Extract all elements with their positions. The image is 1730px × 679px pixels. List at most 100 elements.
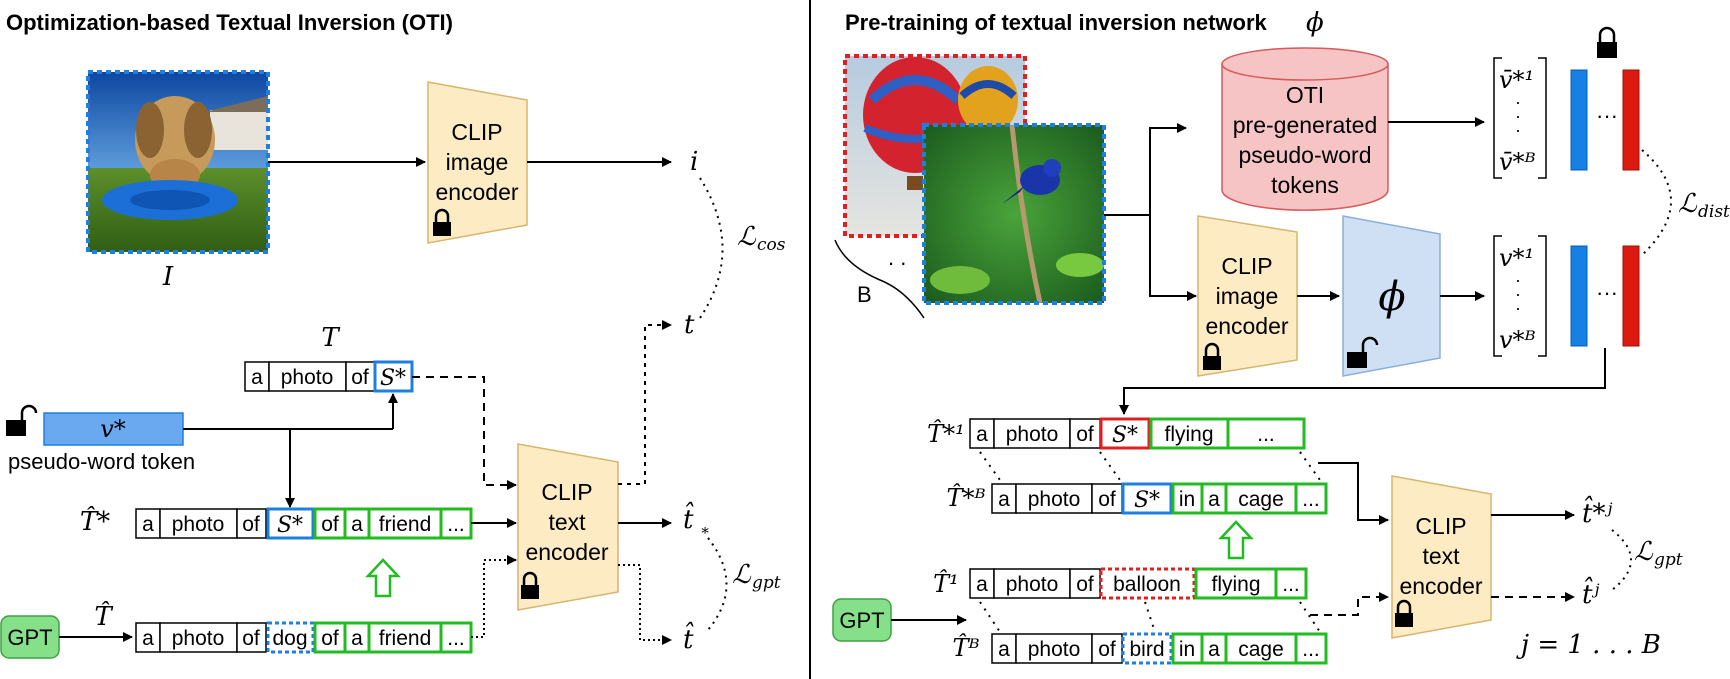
token-a: a <box>251 366 263 389</box>
svg-text:·: · <box>1515 120 1521 140</box>
that-star-tokens: a photo of S* of a friend ... <box>135 507 473 540</box>
token-dog: dog <box>272 627 307 650</box>
phi-network: ϕ <box>1342 215 1441 377</box>
embedding-bar-blue <box>1570 245 1588 347</box>
svg-text:···: ··· <box>1596 103 1618 128</box>
encoder-line-2: image <box>446 149 509 175</box>
token-ellipsis: ... <box>1257 423 1275 446</box>
token-photo: photo <box>281 366 334 389</box>
vbar-top: v̄*¹ <box>1499 66 1534 94</box>
token-of: of <box>1076 573 1094 596</box>
encoder-line-3: encoder <box>435 179 518 205</box>
up-arrow-icon <box>1218 520 1254 560</box>
token-cage: cage <box>1238 488 1284 511</box>
lock-icon <box>1597 26 1617 58</box>
gpt-box-left: GPT <box>0 615 60 659</box>
token-in: in <box>1179 488 1195 511</box>
phi-symbol: ϕ <box>1378 274 1405 320</box>
token-a: a <box>142 513 154 536</box>
encoder-line-2: text <box>548 509 586 535</box>
token-photo: photo <box>1028 638 1081 661</box>
token-photo: photo <box>1028 488 1081 511</box>
pseudo-token-caption: pseudo-word token <box>8 449 195 474</box>
pseudo-token-box <box>43 412 184 446</box>
row2-tokens: a photo of S* in a cage ... <box>991 482 1328 515</box>
encoder-line-3: encoder <box>1205 313 1288 339</box>
row1-tokens: a photo of S* flying ... <box>969 417 1306 450</box>
token-photo: photo <box>172 513 225 536</box>
encoder-line-3: encoder <box>1399 573 1482 599</box>
token-s-star: S* <box>1134 488 1160 513</box>
clip-text-encoder-right: CLIP text encoder <box>1391 475 1492 639</box>
svg-text:·: · <box>1515 106 1521 126</box>
token-bird: bird <box>1129 638 1164 661</box>
token-of: of <box>242 627 260 650</box>
svg-text:···: ··· <box>1596 280 1618 305</box>
template-label: T <box>321 323 340 353</box>
row4-label: T̂ᴮ <box>952 634 979 662</box>
clip-image-encoder-right: CLIP image encoder <box>1197 215 1298 377</box>
token-of: of <box>321 627 339 650</box>
encoder-line-1: CLIP <box>1415 513 1466 539</box>
gpt-label: GPT <box>839 608 884 633</box>
row4-tokens: a photo of bird in a cage ... <box>991 632 1328 665</box>
up-arrow-icon <box>365 558 401 598</box>
svg-text:∗: ∗ <box>700 521 710 539</box>
token-s-star: S* <box>277 513 303 538</box>
output-i: i <box>690 147 698 177</box>
clip-text-encoder-left: CLIP text encoder <box>517 443 619 611</box>
svg-text:·: · <box>1515 298 1521 318</box>
token-a: a <box>1208 488 1220 511</box>
loss-distil-symbol: ℒ <box>1678 189 1698 219</box>
encoder-line-3: encoder <box>525 539 608 565</box>
token-a: a <box>1208 638 1220 661</box>
loss-gpt-symbol: ℒ <box>732 560 752 590</box>
token-of: of <box>1098 488 1116 511</box>
row1-label: T̂*¹ <box>927 420 965 448</box>
token-a: a <box>998 638 1010 661</box>
lock-icon <box>521 571 539 599</box>
token-friend: friend <box>379 513 432 536</box>
row3-label: T̂¹ <box>933 570 959 598</box>
encoder-line-1: CLIP <box>541 479 592 505</box>
token-a: a <box>351 513 363 536</box>
token-photo: photo <box>1006 573 1059 596</box>
token-of: of <box>1098 638 1116 661</box>
loss-gpt-subscript: gpt <box>752 573 781 593</box>
token-ellipsis: ... <box>1302 638 1320 661</box>
embedding-bar-red <box>1622 245 1640 347</box>
token-flying: flying <box>1211 573 1260 596</box>
clip-image-encoder-left: CLIP image encoder <box>427 81 528 244</box>
v-top: v*¹ <box>1499 244 1534 272</box>
token-a: a <box>998 488 1010 511</box>
encoder-line-2: text <box>1422 543 1460 569</box>
encoder-line-1: CLIP <box>451 119 502 145</box>
output-top: t̂*ʲ <box>1582 495 1612 529</box>
svg-text:. .: . . <box>888 245 906 270</box>
gpt-box-right: GPT <box>832 598 892 642</box>
token-in: in <box>1179 638 1195 661</box>
output-t: t <box>684 310 695 340</box>
token-of: of <box>321 513 339 536</box>
vbar-vector: v̄*¹ · · · v̄*ᴮ <box>1493 57 1547 179</box>
token-ellipsis: ... <box>447 513 465 536</box>
lock-icon <box>1395 599 1413 627</box>
output-that-star: t̂ <box>683 501 695 535</box>
db-line-4: tokens <box>1271 172 1339 198</box>
encoder-line-2: image <box>1216 283 1279 309</box>
encoder-line-1: CLIP <box>1221 253 1272 279</box>
token-flying: flying <box>1164 423 1213 446</box>
token-a: a <box>976 573 988 596</box>
lock-icon <box>1203 342 1221 370</box>
token-of: of <box>351 366 369 389</box>
left-panel-title: Optimization-based Textual Inversion (OT… <box>6 10 453 35</box>
batch-label: B <box>857 282 872 307</box>
svg-text:·: · <box>1515 270 1521 290</box>
output-bottom: t̂ʲ <box>1582 576 1599 610</box>
token-balloon: balloon <box>1113 573 1181 596</box>
bird-image <box>922 123 1106 305</box>
token-ellipsis: ... <box>447 627 465 650</box>
token-ellipsis: ... <box>1302 488 1320 511</box>
token-photo: photo <box>1006 423 1059 446</box>
v-bottom: v*ᴮ <box>1499 326 1536 354</box>
